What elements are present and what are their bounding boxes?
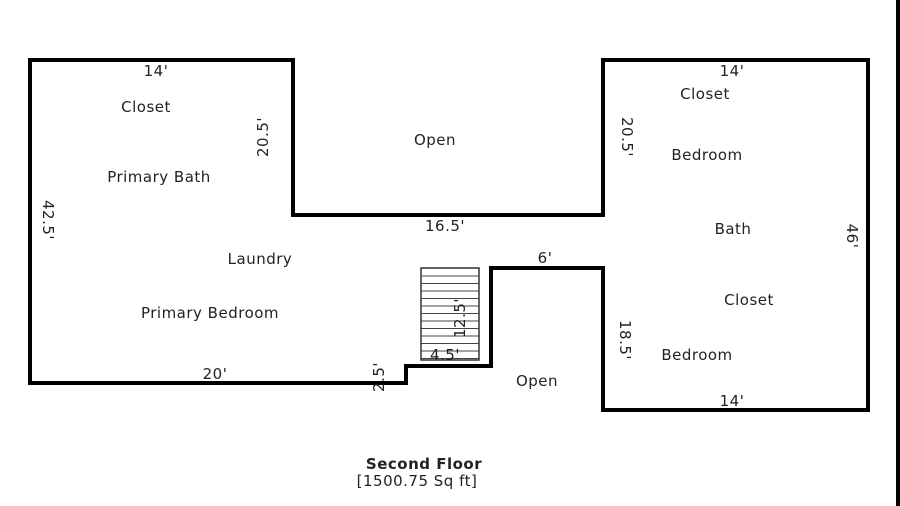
room-primary-bath: Primary Bath: [107, 168, 211, 186]
dim-right-side: 46': [843, 224, 861, 249]
room-closet-right-bottom: Closet: [724, 291, 774, 309]
dim-left-top: 14': [144, 62, 169, 80]
dim-right-bottom: 14': [720, 392, 745, 410]
room-open-top: Open: [414, 131, 456, 149]
room-laundry: Laundry: [228, 250, 293, 268]
room-closet-right-top: Closet: [680, 85, 730, 103]
dim-right-top: 14': [720, 62, 745, 80]
dim-step: 2.5': [370, 362, 388, 392]
dim-stair-width: 4.5': [430, 346, 460, 364]
room-bedroom-right-bottom: Bedroom: [661, 346, 732, 364]
dim-left-inner: 20.5': [254, 117, 272, 157]
room-primary-bedroom: Primary Bedroom: [141, 304, 279, 322]
dim-right-inner-bottom: 18.5': [616, 320, 634, 360]
dim-left-side: 42.5': [39, 200, 57, 240]
room-bath-right: Bath: [715, 220, 752, 238]
right-edge-bar: [896, 0, 900, 506]
floor-title: Second Floor: [366, 455, 482, 473]
dim-notch: 6': [538, 249, 553, 267]
floor-outline: [28, 58, 870, 412]
floor-area: [1500.75 Sq ft]: [357, 472, 478, 490]
dim-middle: 16.5': [425, 217, 465, 235]
room-bedroom-right-top: Bedroom: [671, 146, 742, 164]
staircase: [420, 267, 480, 361]
room-closet-left: Closet: [121, 98, 171, 116]
room-open-bottom: Open: [516, 372, 558, 390]
dim-left-bottom: 20': [203, 365, 228, 383]
dim-stair-length: 12.5': [451, 298, 469, 338]
dim-right-inner-top: 20.5': [618, 117, 636, 157]
